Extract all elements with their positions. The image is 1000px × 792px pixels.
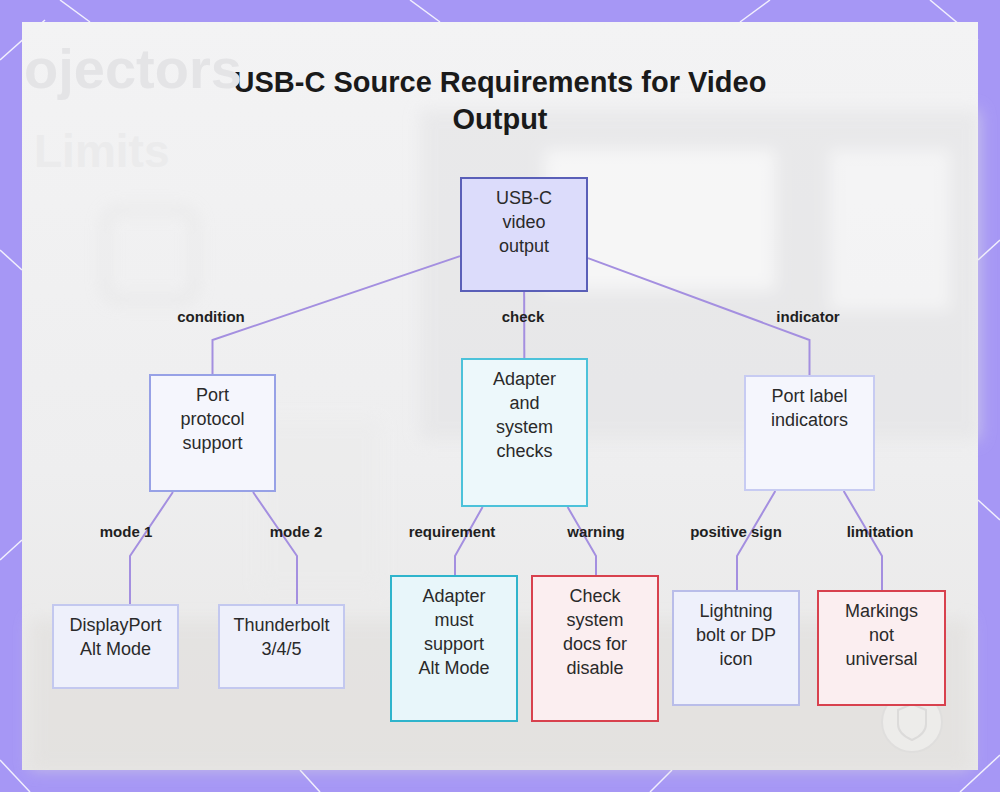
process-box: Check system docs for disable [531,575,659,722]
background-text: ojectors [24,36,242,101]
connector-line [253,492,297,604]
diagram-title: USB-C Source Requirements for Video Outp… [190,64,810,138]
process-box: USB-C video output [460,177,588,292]
process-box: Port label indicators [744,375,875,491]
edge-label: check [502,308,545,326]
edge-label: condition [177,308,245,326]
box-text: Markings not universal [837,599,926,671]
edge-label: indicator [776,308,839,326]
connector-line [213,256,461,374]
connector-line [568,507,596,575]
process-box: DisplayPort Alt Mode [52,604,179,689]
connector-line [737,491,775,590]
edge-label: positive sign [690,523,782,541]
box-text: Lightning bolt or DP icon [692,599,780,671]
box-text: Thunderbolt 3/4/5 [230,613,333,661]
process-box: Markings not universal [817,590,946,706]
connector-line [588,258,810,375]
connector-line [130,492,173,604]
box-text: Port protocol support [173,383,252,455]
edge-label: warning [567,523,625,541]
background-text: Limits [34,124,169,178]
process-box: Lightning bolt or DP icon [672,590,800,706]
box-text: Check system docs for disable [555,584,635,680]
box-text: Port label indicators [764,384,855,432]
edge-label: limitation [847,523,914,541]
edge-label: mode 2 [270,523,323,541]
connector-line [844,491,882,590]
box-text: Adapter and system checks [485,367,564,463]
process-box: Adapter must support Alt Mode [390,575,518,722]
edge-label: mode 1 [100,523,153,541]
process-box: Port protocol support [149,374,276,492]
box-text: Adapter must support Alt Mode [414,584,494,680]
process-box: Adapter and system checks [461,358,588,507]
box-text: DisplayPort Alt Mode [64,613,167,661]
process-box: Thunderbolt 3/4/5 [218,604,345,689]
edge-label: requirement [409,523,496,541]
connector-line [455,507,483,575]
box-text: USB-C video output [484,186,564,258]
blurred-photo [30,110,980,770]
